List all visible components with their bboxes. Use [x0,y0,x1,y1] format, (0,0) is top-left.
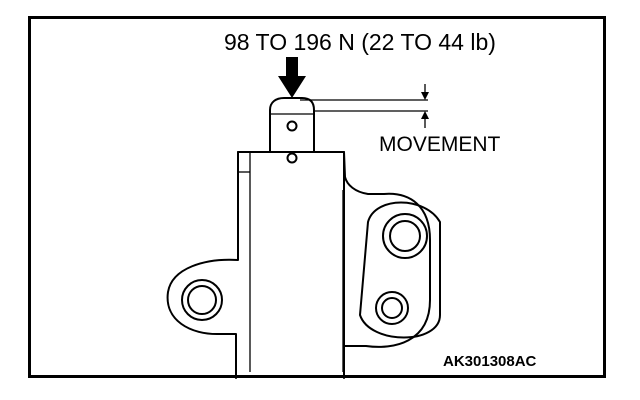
movement-arrow-bottom [421,111,429,119]
movement-label: MOVEMENT [379,133,501,156]
figure-code: AK301308AC [443,353,537,370]
tensioner-arm-outline [359,201,441,339]
figure-frame [28,16,606,378]
force-arrow [278,57,306,98]
arm-lower-hole-inner [381,297,403,319]
pushrod-lower-pin [286,152,298,164]
pushrod-outline [269,97,315,153]
left-mount-hole-inner [187,285,217,315]
arm-upper-hole-outer [382,213,428,259]
force-label: 98 TO 196 N (22 TO 44 lb) [224,29,496,55]
left-mount-hole-outer [181,279,223,321]
movement-arrow-top [421,92,429,100]
tensioner-body-outline [166,151,431,379]
pushrod-upper-pin [286,120,298,132]
arm-lower-hole-outer [375,291,409,325]
arm-upper-hole-inner [389,220,421,252]
